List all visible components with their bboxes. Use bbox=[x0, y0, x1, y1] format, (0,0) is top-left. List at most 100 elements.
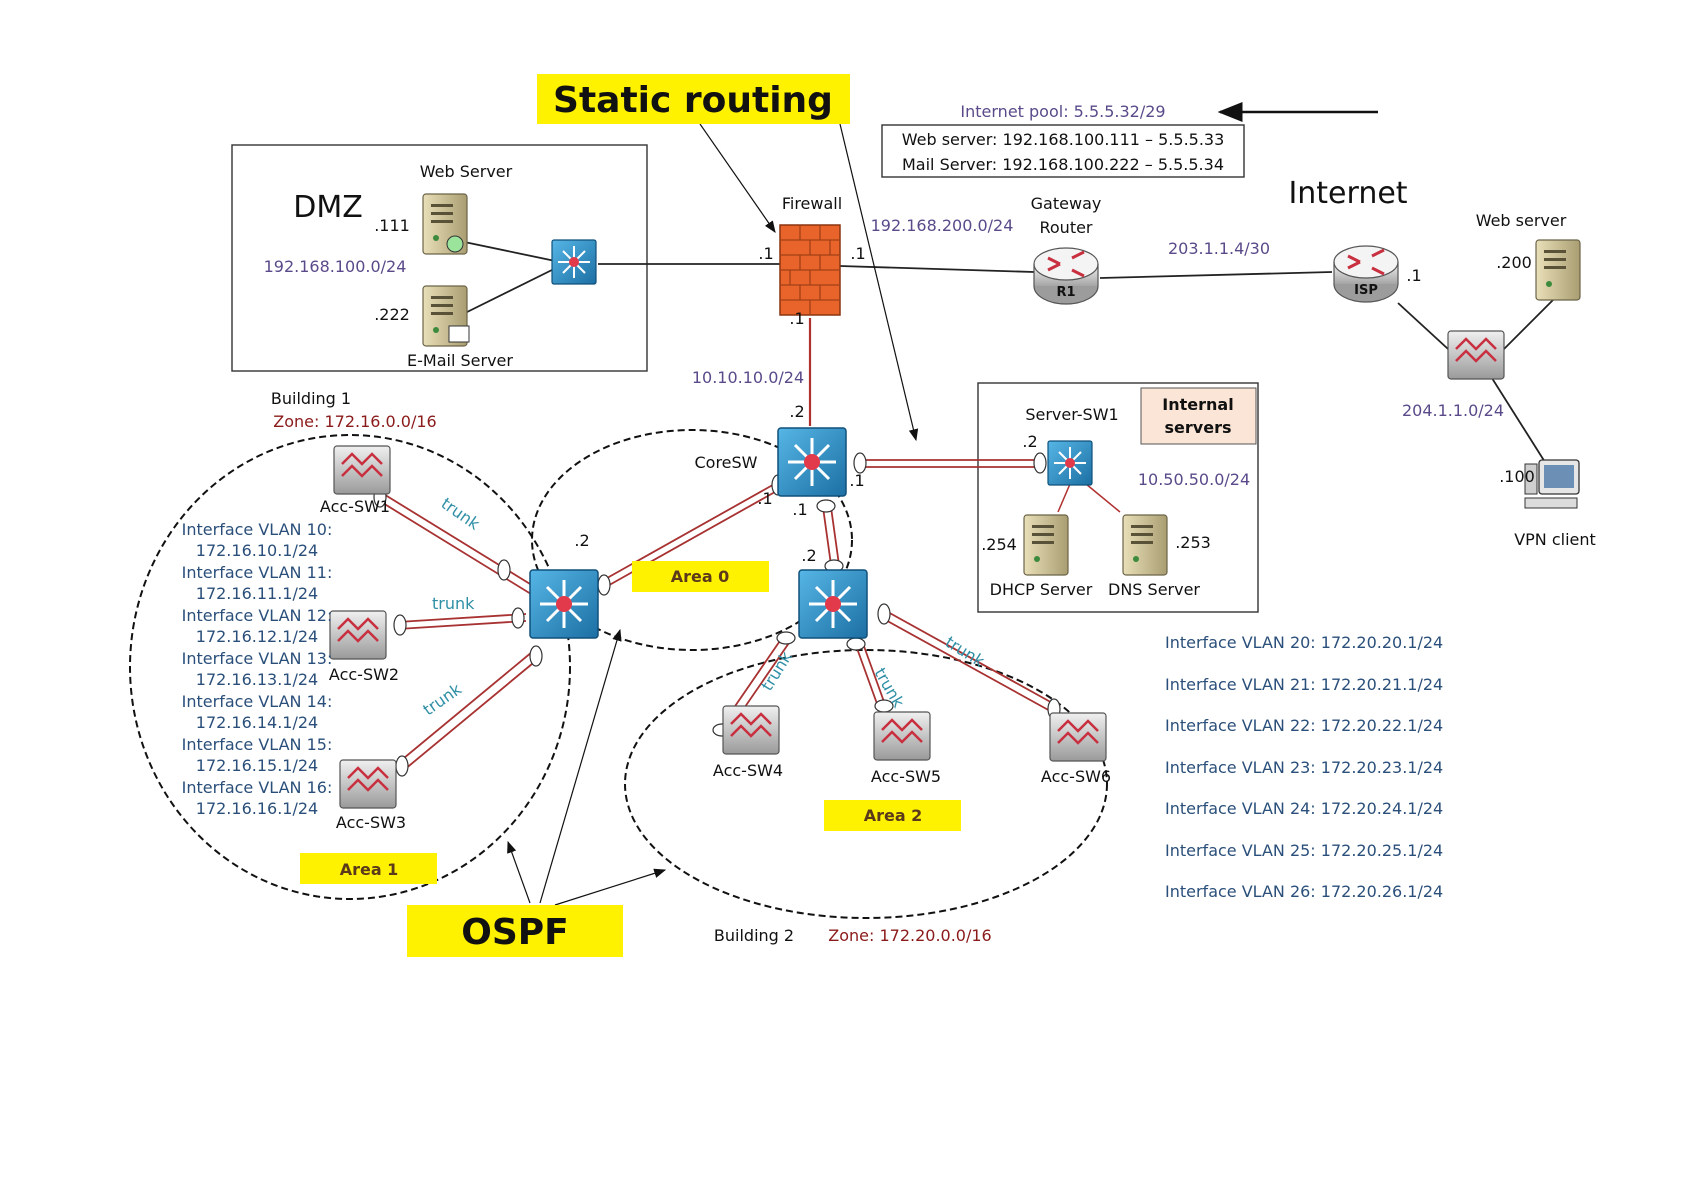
building1-zone: Zone: 172.16.0.0/16 bbox=[273, 412, 436, 431]
b1-vlan-line: 172.16.14.1/24 bbox=[196, 713, 318, 732]
b1-vlan-line: 172.16.15.1/24 bbox=[196, 756, 318, 775]
dmz-title: DMZ bbox=[293, 190, 363, 225]
area1-highlight bbox=[300, 853, 437, 884]
dmz-subnet: 192.168.100.0/24 bbox=[264, 257, 407, 276]
links bbox=[449, 238, 1556, 513]
b1-vlan-line: 172.16.16.1/24 bbox=[196, 799, 318, 818]
acc-sw1-label: Acc-SW1 bbox=[320, 497, 390, 516]
server-switch-icon[interactable] bbox=[1047, 440, 1093, 486]
gateway-label-1: Gateway bbox=[1031, 194, 1102, 213]
dmz-mail-server-icon[interactable] bbox=[422, 285, 470, 347]
b1-vlan-line: Interface VLAN 14: bbox=[182, 692, 333, 711]
nat-pool: Internet pool: 5.5.5.32/29 bbox=[960, 102, 1165, 121]
area1-label: Area 1 bbox=[340, 860, 399, 879]
ospf-highlight bbox=[407, 905, 623, 957]
b2-vlan-line: Interface VLAN 26: 172.20.26.1/24 bbox=[1165, 882, 1443, 901]
core-right-if: .1 bbox=[849, 471, 864, 490]
building2-vlan-list: Interface VLAN 20: 172.20.20.1/24 Interf… bbox=[1165, 633, 1443, 901]
gateway-label-2: Router bbox=[1039, 218, 1092, 237]
remote-switch-icon[interactable] bbox=[1446, 329, 1506, 381]
building1-dist-if: .2 bbox=[574, 531, 589, 550]
firewall-label: Firewall bbox=[782, 194, 842, 213]
b1-vlan-line: Interface VLAN 10: bbox=[182, 520, 333, 539]
dmz-box bbox=[231, 144, 648, 372]
dns-server-icon[interactable] bbox=[1122, 514, 1168, 576]
fw-core-subnet: 10.10.10.0/24 bbox=[692, 368, 804, 387]
acc-sw1-icon[interactable] bbox=[332, 444, 392, 496]
b1-vlan-line: 172.16.12.1/24 bbox=[196, 627, 318, 646]
internal-subnet: 10.50.50.0/24 bbox=[1138, 470, 1250, 489]
building2-name: Building 2 bbox=[714, 926, 794, 945]
building2-dist-switch-icon[interactable] bbox=[797, 568, 869, 640]
b1-vlan-line: 172.16.13.1/24 bbox=[196, 670, 318, 689]
annotation-arrows bbox=[507, 102, 1378, 906]
b1-vlan-line: Interface VLAN 12: bbox=[182, 606, 333, 625]
trunk-links bbox=[377, 459, 1057, 771]
area2-highlight bbox=[824, 800, 961, 831]
building1-dist-switch-icon[interactable] bbox=[528, 568, 600, 640]
acc-sw2-label: Acc-SW2 bbox=[329, 665, 399, 684]
internet-title: Internet bbox=[1288, 176, 1407, 211]
b2-vlan-line: Interface VLAN 24: 172.20.24.1/24 bbox=[1165, 799, 1443, 818]
port-markers bbox=[373, 452, 1061, 777]
b2-vlan-line: Interface VLAN 25: 172.20.25.1/24 bbox=[1165, 841, 1443, 860]
ospf-title: OSPF bbox=[461, 912, 569, 953]
building1-ellipse bbox=[129, 434, 571, 900]
dmz-web-server-icon[interactable] bbox=[422, 193, 468, 255]
isp-label: ISP bbox=[1354, 283, 1378, 298]
area0-ellipse bbox=[531, 429, 853, 651]
nat-box bbox=[881, 124, 1245, 178]
b2-vlan-line: Interface VLAN 21: 172.20.21.1/24 bbox=[1165, 675, 1443, 694]
b2-vlan-line: Interface VLAN 20: 172.20.20.1/24 bbox=[1165, 633, 1443, 652]
building1-vlan-list: Interface VLAN 10: 172.16.10.1/24 Interf… bbox=[182, 520, 333, 818]
trunk-label: trunk bbox=[757, 647, 796, 694]
vpn-client-icon[interactable] bbox=[1524, 459, 1580, 509]
b1-vlan-line: Interface VLAN 13: bbox=[182, 649, 333, 668]
acc-sw3-icon[interactable] bbox=[338, 758, 398, 810]
gw-isp-subnet: 203.1.1.4/30 bbox=[1168, 239, 1270, 258]
dhcp-server-icon[interactable] bbox=[1023, 514, 1069, 576]
acc-sw5-icon[interactable] bbox=[872, 710, 932, 762]
server-sw-label: Server-SW1 bbox=[1025, 405, 1118, 424]
building1-name: Building 1 bbox=[271, 389, 351, 408]
building2-zone: Zone: 172.20.0.0/16 bbox=[828, 926, 991, 945]
core-label: CoreSW bbox=[694, 453, 757, 472]
remote-web-server-icon[interactable] bbox=[1535, 239, 1581, 301]
vpn-addr: .100 bbox=[1499, 467, 1535, 486]
static-routing-highlight bbox=[537, 74, 850, 124]
b1-vlan-line: 172.16.11.1/24 bbox=[196, 584, 318, 603]
b2-vlan-line: Interface VLAN 23: 172.20.23.1/24 bbox=[1165, 758, 1443, 777]
trunk-label: trunk bbox=[438, 494, 484, 534]
firewall-left-if: .1 bbox=[758, 244, 773, 263]
dns-label: DNS Server bbox=[1108, 580, 1200, 599]
remote-web-addr: .200 bbox=[1496, 253, 1532, 272]
isp-if: .1 bbox=[1406, 266, 1421, 285]
dmz-web-addr: .111 bbox=[374, 216, 410, 235]
dmz-mail-server-label: E-Mail Server bbox=[407, 351, 513, 370]
internal-servers-box bbox=[977, 382, 1259, 613]
acc-sw6-label: Acc-SW6 bbox=[1041, 767, 1111, 786]
dmz-switch-icon[interactable] bbox=[551, 239, 597, 285]
nat-mail: Mail Server: 192.168.100.222 – 5.5.5.34 bbox=[902, 155, 1224, 174]
fw-gw-subnet: 192.168.200.0/24 bbox=[871, 216, 1014, 235]
acc-sw6-icon[interactable] bbox=[1048, 711, 1108, 763]
dns-addr: .253 bbox=[1175, 533, 1211, 552]
acc-sw4-icon[interactable] bbox=[721, 704, 781, 756]
internal-box-title-2: servers bbox=[1165, 418, 1232, 437]
core-top-if: .2 bbox=[789, 402, 804, 421]
remote-web-label: Web server bbox=[1476, 211, 1567, 230]
acc-sw2-icon[interactable] bbox=[328, 609, 388, 661]
static-routing-title: Static routing bbox=[553, 80, 833, 121]
b1-vlan-line: Interface VLAN 16: bbox=[182, 778, 333, 797]
building2-dist-if: .2 bbox=[801, 546, 816, 565]
core-switch-icon[interactable] bbox=[776, 426, 848, 498]
b1-vlan-line: Interface VLAN 15: bbox=[182, 735, 333, 754]
building2-ellipse bbox=[624, 649, 1108, 919]
firewall-icon[interactable] bbox=[779, 224, 841, 316]
dhcp-addr: .254 bbox=[981, 535, 1017, 554]
firewall-right-if: .1 bbox=[850, 244, 865, 263]
b2-vlan-line: Interface VLAN 22: 172.20.22.1/24 bbox=[1165, 716, 1443, 735]
nat-web: Web server: 192.168.100.111 – 5.5.5.33 bbox=[902, 130, 1225, 149]
area2-label: Area 2 bbox=[864, 806, 923, 825]
